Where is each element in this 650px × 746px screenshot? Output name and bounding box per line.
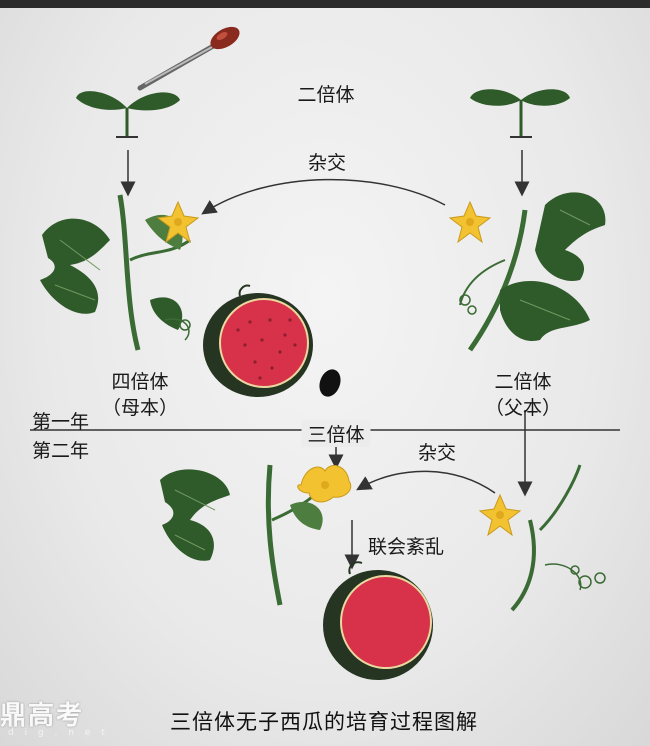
label-synapsis-disorder: 联会紊乱 [368, 536, 445, 558]
flower-icon [156, 200, 200, 244]
watermelon-icon [203, 284, 313, 397]
label-cross-bottom: 杂交 [417, 442, 457, 464]
triploid-plant [160, 464, 323, 606]
watermelon-icon [323, 561, 433, 680]
flower-icon [297, 465, 352, 503]
seedling-icon [76, 91, 180, 138]
watermark-url: d i g . n e t [8, 728, 109, 738]
flower-icon [448, 200, 492, 244]
label-year-two: 第二年 [32, 440, 90, 462]
diploid-branch [510, 464, 606, 612]
label-diploid-right: 二倍体 [494, 371, 552, 393]
label-cross-top: 杂交 [307, 152, 347, 174]
label-triploid: 三倍体 [301, 420, 371, 447]
diagram-caption: 三倍体无子西瓜的培育过程图解 [170, 710, 478, 734]
tetraploid-plant [40, 194, 191, 351]
flower-icon [478, 493, 522, 537]
label-tetraploid: 四倍体 [111, 371, 169, 393]
diploid-plant [459, 192, 606, 352]
seedling-icon [470, 89, 570, 138]
label-female-parent: （母本） [101, 397, 179, 419]
seed-icon [319, 369, 341, 397]
label-diploid-top: 二倍体 [297, 84, 355, 106]
label-year-one: 第一年 [32, 411, 90, 433]
label-male-parent: （父本） [484, 397, 562, 419]
top-bar [0, 0, 650, 8]
watermark-logo: 鼎高考 [0, 701, 85, 731]
dropper-icon [137, 26, 240, 91]
